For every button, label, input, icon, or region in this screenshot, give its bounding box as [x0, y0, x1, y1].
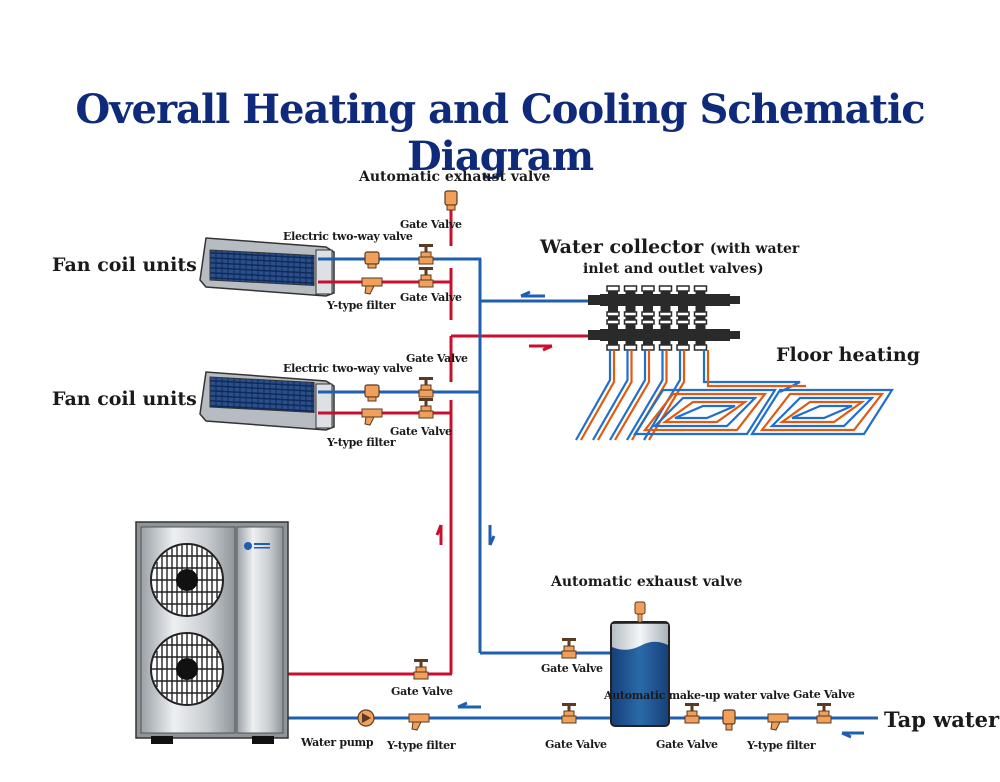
gate-valve-tap-gate-outer-icon	[816, 703, 832, 724]
label-fc1-gate-top: Gate Valve	[400, 218, 462, 231]
fan-coil-unit-1	[199, 237, 481, 297]
label-floor-heating: Floor heating	[776, 344, 920, 366]
label-fc2-electric-valve: Electric two-way valve	[283, 362, 413, 375]
arrow-tap-water	[841, 731, 864, 739]
fan-grille-bottom-icon	[150, 632, 224, 706]
label-tank-gate-upper: Gate Valve	[541, 662, 603, 675]
label-fan-coil-1: Fan coil units	[52, 254, 197, 276]
label-fc2-gate-bottom: Gate Valve	[390, 425, 452, 438]
gate-valve-heatpump-gate-icon	[413, 659, 429, 680]
label-fc1-electric-valve: Electric two-way valve	[283, 230, 413, 243]
label-tank-exhaust-valve: Automatic exhaust valve	[551, 574, 743, 590]
heat-pump-unit	[135, 521, 289, 744]
arrow-supply-up	[435, 524, 443, 545]
label-top-exhaust-valve: Automatic exhaust valve	[359, 169, 551, 185]
gate-valve-fc2-gate-top-icon	[418, 377, 434, 398]
top-exhaust-valve-icon	[444, 190, 458, 211]
y-filter-tap-icon	[767, 713, 789, 731]
gate-valve-fc2-gate-bottom-icon	[418, 398, 434, 419]
arrow-return-collector	[520, 290, 545, 298]
label-tap-water: Tap water	[884, 707, 1000, 732]
gate-valve-fc1-gate-top-icon	[418, 244, 434, 265]
label-water-collector: Water collector (with water	[540, 236, 799, 258]
water-collector-manifold	[588, 285, 740, 351]
label-water-collector-note-2: inlet and outlet valves)	[583, 261, 764, 277]
label-water-collector-note-1: (with water	[709, 241, 800, 257]
label-fc1-gate-bottom: Gate Valve	[400, 291, 462, 304]
label-fan-coil-2: Fan coil units	[52, 388, 197, 410]
y-filter-fc1-icon	[361, 277, 383, 295]
floor-heating-loops	[575, 350, 895, 441]
label-water-collector-main: Water collector	[540, 236, 704, 258]
water-pump-icon	[357, 709, 375, 727]
page-title: Overall Heating and Cooling Schematic Di…	[75, 86, 925, 180]
label-tank-gate-lower: Gate Valve	[545, 738, 607, 751]
buffer-water-tank	[610, 601, 670, 727]
label-makeup-valve: Automatic make-up water valve	[604, 689, 790, 702]
arrow-supply-collector	[529, 344, 553, 352]
makeup-water-valve-icon	[722, 709, 736, 731]
y-filter-return-icon	[408, 713, 430, 731]
arrow-return-pump	[457, 701, 481, 709]
label-fc1-y-filter: Y-type filter	[327, 299, 396, 312]
gate-valve-tank-gate-lower-icon	[561, 703, 577, 724]
flow-arrows	[435, 290, 864, 739]
label-return-y-filter: Y-type filter	[387, 739, 456, 752]
fan-grille-top-icon	[150, 543, 224, 617]
electric-two-way-valve-1-icon	[364, 251, 380, 269]
label-water-pump: Water pump	[301, 736, 374, 749]
return-riser	[286, 258, 878, 720]
brand-logo-icon	[244, 542, 252, 550]
y-filter-fc2-icon	[361, 408, 383, 426]
label-tap-gate-inner: Gate Valve	[656, 738, 718, 751]
gate-valve-tank-gate-upper-icon	[561, 638, 577, 659]
gate-valve-tap-gate-inner-icon	[684, 703, 700, 724]
electric-two-way-valve-2-icon	[364, 384, 380, 402]
label-heatpump-gate: Gate Valve	[391, 685, 453, 698]
label-tap-gate-outer: Gate Valve	[793, 688, 855, 701]
gate-valve-fc1-gate-bottom-icon	[418, 267, 434, 288]
label-fc2-gate-top: Gate Valve	[406, 352, 468, 365]
label-fc2-y-filter: Y-type filter	[327, 436, 396, 449]
fan-coil-unit-2	[199, 371, 481, 431]
arrow-return-down	[488, 525, 496, 546]
label-tap-y-filter: Y-type filter	[747, 739, 816, 752]
